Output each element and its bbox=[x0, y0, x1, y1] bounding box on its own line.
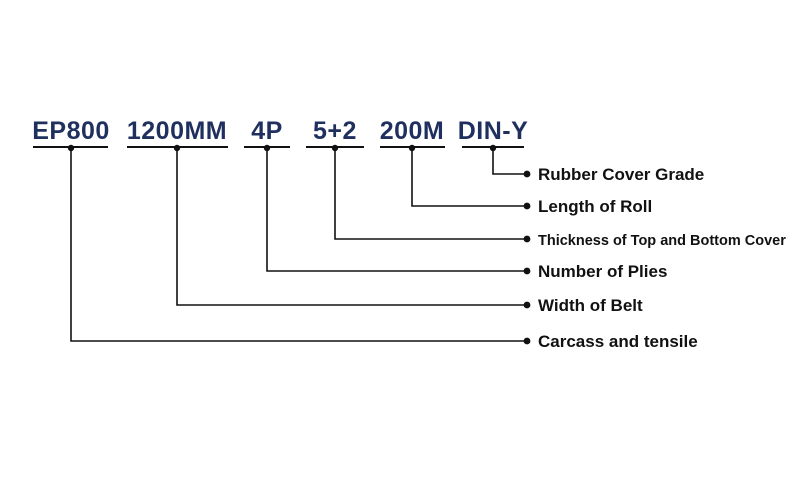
dot-start-length bbox=[408, 144, 416, 152]
code-carcass: EP800 bbox=[32, 117, 110, 145]
code-plies: 4P bbox=[251, 117, 283, 145]
dot-end-length bbox=[523, 202, 531, 210]
code-grade: DIN-Y bbox=[458, 117, 529, 145]
dot-start-carcass bbox=[67, 144, 75, 152]
code-thickness: 5+2 bbox=[313, 117, 357, 145]
leader-length bbox=[411, 148, 525, 207]
dot-end-width bbox=[523, 301, 531, 309]
leader-carcass bbox=[70, 148, 525, 342]
label-carcass: Carcass and tensile bbox=[538, 332, 698, 351]
dot-end-plies bbox=[523, 267, 531, 275]
dot-start-thickness bbox=[331, 144, 339, 152]
dot-start-width bbox=[173, 144, 181, 152]
dot-end-carcass bbox=[523, 337, 531, 345]
dot-start-grade bbox=[489, 144, 497, 152]
dot-end-grade bbox=[523, 170, 531, 178]
leader-thickness bbox=[334, 148, 525, 240]
leader-plies bbox=[266, 148, 525, 272]
leader-grade bbox=[492, 148, 525, 175]
code-width: 1200MM bbox=[127, 117, 227, 145]
label-plies: Number of Plies bbox=[538, 262, 667, 281]
dot-start-plies bbox=[263, 144, 271, 152]
label-thickness: Thickness of Top and Bottom Cover bbox=[538, 233, 786, 249]
label-grade: Rubber Cover Grade bbox=[538, 165, 704, 184]
label-length: Length of Roll bbox=[538, 197, 652, 216]
code-length: 200M bbox=[380, 117, 445, 145]
leader-width bbox=[176, 148, 525, 306]
dot-end-thickness bbox=[523, 235, 531, 243]
label-width: Width of Belt bbox=[538, 296, 643, 315]
